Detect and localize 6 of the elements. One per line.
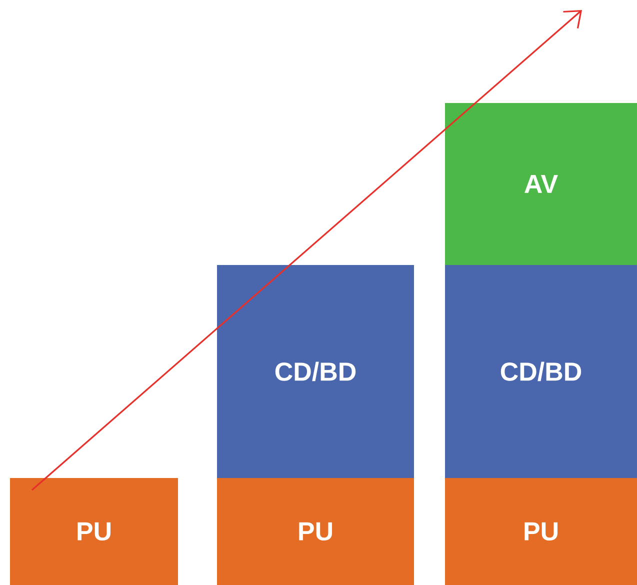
bar-segment: PU <box>445 478 637 585</box>
bar-segment: AV <box>445 103 637 265</box>
bar-segment: PU <box>217 478 414 585</box>
bar-segment: CD/BD <box>445 264 637 478</box>
bar-segment: PU <box>10 478 178 585</box>
bar-segment: CD/BD <box>217 264 414 478</box>
